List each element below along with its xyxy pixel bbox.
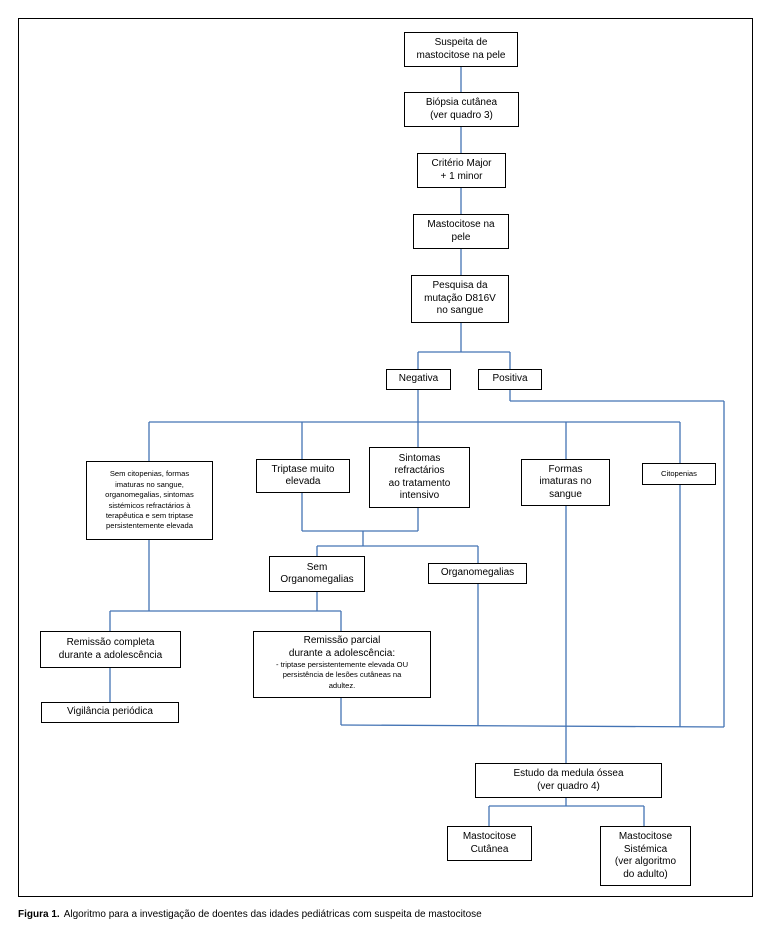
node-label: Mastocitose na pele [427,219,495,243]
node-sem-organomegalias: Sem Organomegalias [269,556,365,592]
node-label: Sem Organomegalias [280,561,354,586]
connector [340,724,725,728]
node-mastocitose-cutanea: Mastocitose Cutânea [447,826,532,861]
node-detail: - triptase persistentemente elevada OU p… [275,660,409,690]
node-vigilancia: Vigilância periódica [41,702,179,723]
node-remissao-completa: Remissão completa durante a adolescência [40,631,181,668]
figure-caption-text: Algoritmo para a investigação de doentes… [63,909,482,920]
node-label: Biópsia cutânea (ver quadro 3) [425,97,498,121]
node-positiva: Positiva [478,369,542,390]
node-citopenias: Citopenias [642,463,716,485]
node-negativa: Negativa [386,369,451,390]
node-suspeita: Suspeita de mastocitose na pele [404,32,518,67]
node-sintomas: Sintomas refractários ao tratamento inte… [369,447,470,508]
node-biopsia: Biópsia cutânea (ver quadro 3) [404,92,519,127]
node-label: Mastocitose Sistémica (ver algoritmo do … [614,831,677,880]
node-sem-citopenias: Sem citopenias, formas imaturas no sangu… [86,461,213,540]
figure-label: Figura 1. [18,909,60,920]
node-label: Organomegalias [440,567,515,579]
node-label: Citopenias [661,468,697,478]
node-label: Critério Major + 1 minor [431,158,492,182]
node-remissao-parcial: Remissão parcial durante a adolescência:… [253,631,431,698]
node-label: Mastocitose Cutânea [462,831,517,855]
node-label: Estudo da medula óssea (ver quadro 4) [513,768,624,792]
node-label: Pesquisa da mutação D816V no sangue [424,280,496,317]
node-label: Triptase muito elevada [271,463,335,488]
node-label: Remissão parcial durante a adolescência: [288,635,396,659]
node-label: Formas imaturas no sangue [539,463,592,500]
node-estudo-medula: Estudo da medula óssea (ver quadro 4) [475,763,662,798]
node-label: Suspeita de mastocitose na pele [416,37,506,61]
node-label: Negativa [398,373,439,385]
figure-frame [18,18,753,897]
node-label: Remissão completa durante a adolescência [58,637,163,661]
node-label: Vigilância periódica [67,706,153,718]
node-triptase: Triptase muito elevada [256,459,350,493]
node-label: Positiva [492,373,528,385]
node-organomegalias: Organomegalias [428,563,527,584]
node-label: Sintomas refractários ao tratamento inte… [388,452,451,502]
node-label: Sem citopenias, formas imaturas no sangu… [105,469,194,531]
node-mastocitose-sistemica: Mastocitose Sistémica (ver algoritmo do … [600,826,691,886]
node-criterio: Critério Major + 1 minor [417,153,506,188]
node-mastocitose-pele: Mastocitose na pele [413,214,509,249]
node-formas-imaturas: Formas imaturas no sangue [521,459,610,506]
node-pesquisa: Pesquisa da mutação D816V no sangue [411,275,509,323]
figure-caption: Figura 1.Algoritmo para a investigação d… [18,909,482,920]
